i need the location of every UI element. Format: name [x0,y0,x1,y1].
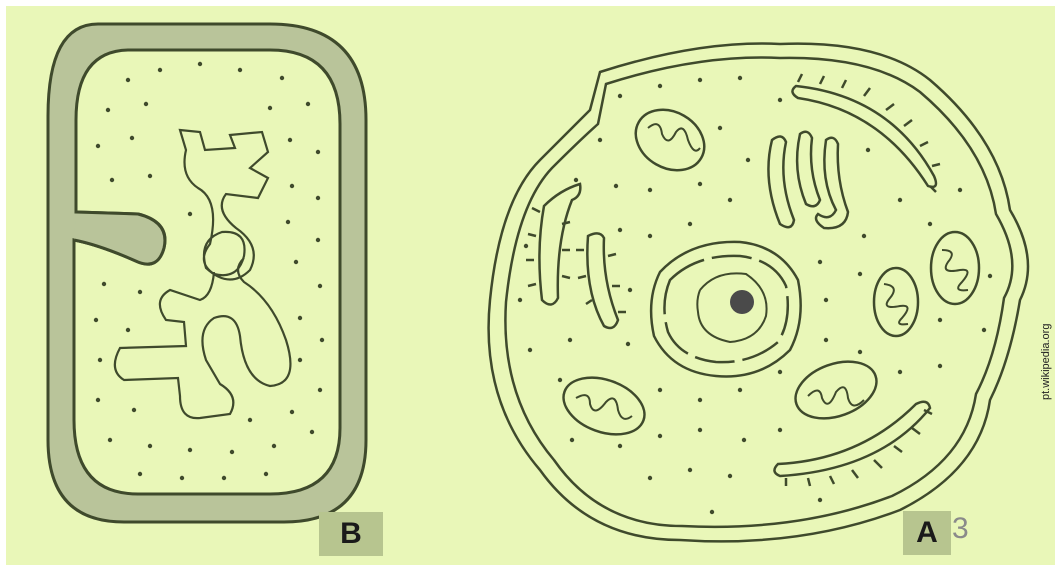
label-eukaryote: A [903,511,951,555]
ribosomes [518,76,992,514]
nucleus [651,242,801,377]
eukaryotic-cell [489,44,1028,542]
label-prokaryote: B [319,512,383,556]
nucleoid-dna [115,130,291,418]
image-credit: pt.wikipedia.org [1040,324,1052,400]
prokaryotic-cell [48,24,366,522]
nucleolus [730,290,754,314]
mesosome [74,212,165,264]
cell-wall [48,24,366,522]
label-ghost-text: 3 [952,512,969,546]
golgi-apparatus [768,132,848,228]
